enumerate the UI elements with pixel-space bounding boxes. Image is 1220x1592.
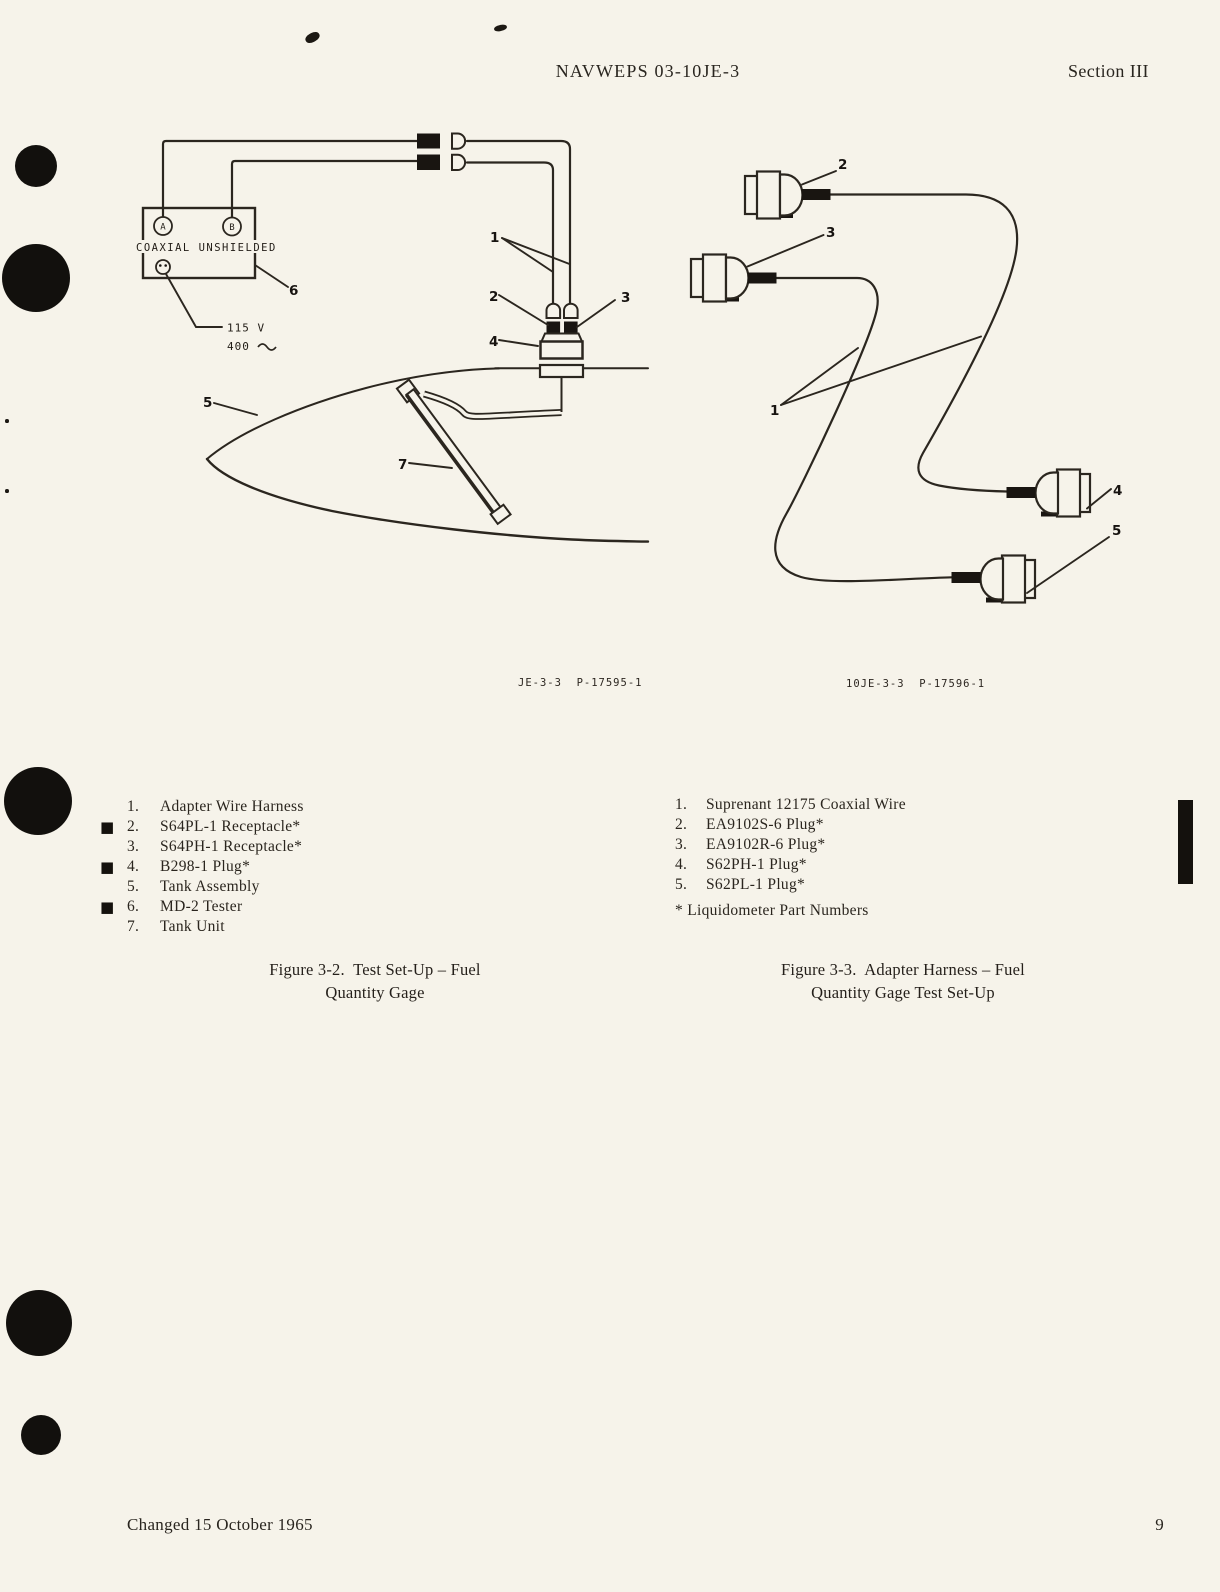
- list-item: 5.S62PL-1 Plug*: [675, 876, 806, 893]
- frequency-text: 400: [227, 340, 250, 353]
- list-item: ■6.MD-2 Tester: [100, 898, 243, 916]
- callout-3-label: 3: [826, 225, 835, 241]
- callout-4-label: 4: [1113, 483, 1122, 499]
- liquidometer-footnote: * Liquidometer Part Numbers: [675, 902, 869, 919]
- punch-hole: [21, 1415, 61, 1455]
- tester-label: COAXIAL UNSHIELDED: [136, 242, 277, 254]
- punch-hole: [4, 767, 72, 835]
- terminal-b-label: B: [229, 223, 234, 233]
- power-label: 115 V 400: [165, 273, 277, 353]
- list-item: 1.Suprenant 12175 Coaxial Wire: [675, 796, 906, 813]
- part-label: S62PH-1 Plug*: [706, 856, 807, 873]
- list-item: 1.Adapter Wire Harness: [100, 797, 304, 817]
- ink-speck: [5, 489, 9, 493]
- change-bar: [1178, 800, 1193, 884]
- wire-connectors: [417, 132, 467, 171]
- figure-3-3-ref: 10JE-3-3 P-17596-1: [846, 678, 986, 690]
- list-item: ■2.S64PL-1 Receptacle*: [100, 818, 301, 836]
- plug-2: [743, 170, 831, 220]
- callout-6-label: 6: [289, 283, 298, 299]
- part-label: Adapter Wire Harness: [160, 798, 304, 815]
- terminal-a: [153, 216, 173, 236]
- plug-4: [1006, 468, 1092, 518]
- part-label: B298-1 Plug*: [160, 858, 251, 875]
- part-label: S64PL-1 Receptacle*: [160, 818, 301, 835]
- part-label: EA9102R-6 Plug*: [706, 836, 826, 853]
- doc-number: NAVWEPS 03-10JE-3: [555, 61, 741, 81]
- callout-lines: [213, 237, 616, 469]
- plug-5: [951, 554, 1037, 604]
- connector-assembly: [539, 302, 584, 360]
- change-marker: [100, 917, 127, 937]
- list-item: 4.S62PH-1 Plug*: [675, 856, 807, 873]
- list-item: 7.Tank Unit: [100, 917, 304, 937]
- change-marker: [100, 797, 127, 817]
- coaxial-wires: [774, 193, 1019, 583]
- part-label: Suprenant 12175 Coaxial Wire: [706, 796, 906, 813]
- caption-line: Quantity Gage Test Set-Up: [811, 983, 995, 1002]
- list-item: 3.S64PH-1 Receptacle*: [100, 837, 304, 857]
- md2-tester-box: A B COAXIAL UNSHIELDED: [134, 206, 280, 280]
- caption-line: Figure 3-2. Test Set-Up – Fuel: [269, 960, 481, 979]
- punch-hole: [6, 1290, 72, 1356]
- tank-fitting: [538, 363, 585, 412]
- plug-3: [689, 253, 777, 303]
- tank-unit-pipe: [423, 390, 562, 420]
- ink-speck: [303, 30, 322, 45]
- ink-speck: [493, 23, 508, 33]
- terminal-a-label: A: [160, 223, 166, 233]
- part-label: S62PL-1 Plug*: [706, 876, 806, 893]
- terminal-b: [222, 216, 242, 237]
- part-label: EA9102S-6 Plug*: [706, 816, 824, 833]
- page-number: 9: [1155, 1515, 1164, 1534]
- list-item: 5.Tank Assembly: [100, 877, 304, 897]
- figure-3-2-ref: JE-3-3 P-17595-1: [518, 677, 643, 689]
- callout-4-label: 4: [489, 334, 498, 350]
- callout-1-label: 1: [490, 230, 499, 246]
- callout-lines: [746, 170, 1112, 594]
- figure-3-2-caption: Figure 3-2. Test Set-Up – Fuel Quantity …: [213, 958, 537, 1004]
- adapter-wires: [161, 139, 572, 305]
- sine-wave-icon: [257, 343, 277, 351]
- change-marker: [100, 837, 127, 857]
- callout-5-label: 5: [1112, 523, 1121, 539]
- callout-2-label: 2: [838, 157, 847, 173]
- power-socket: [155, 259, 171, 275]
- figure-3-3-parts-list: 1.Suprenant 12175 Coaxial Wire 2.EA9102S…: [675, 795, 906, 895]
- punch-hole: [2, 244, 70, 312]
- figure-3-2-diagram: A B COAXIAL UNSHIELDED 115 V 400 1 2 3 4: [134, 132, 650, 543]
- part-label: Tank Assembly: [160, 878, 260, 895]
- figure-3-2-parts-list: 1.Adapter Wire Harness ■2.S64PL-1 Recept…: [100, 797, 304, 937]
- punch-hole: [15, 145, 57, 187]
- voltage-text: 115 V: [227, 322, 265, 335]
- footer-changed-date: Changed 15 October 1965: [127, 1515, 313, 1534]
- change-marker: ■: [100, 858, 115, 876]
- list-item: 2.EA9102S-6 Plug*: [675, 816, 824, 833]
- section-title: Section III: [1068, 61, 1149, 81]
- part-label: Tank Unit: [160, 918, 225, 935]
- caption-line: Figure 3-3. Adapter Harness – Fuel: [781, 960, 1025, 979]
- caption-line: Quantity Gage: [325, 983, 425, 1002]
- part-label: S64PH-1 Receptacle*: [160, 838, 303, 855]
- callout-3-label: 3: [621, 290, 630, 306]
- callout-7-label: 7: [398, 457, 407, 473]
- ink-speck: [5, 419, 9, 423]
- callout-5-label: 5: [203, 395, 212, 411]
- figure-3-3-diagram: 1 2 3 4 5: [689, 157, 1122, 604]
- list-item: ■4.B298-1 Plug*: [100, 858, 251, 876]
- tank-unit-probe: [395, 378, 512, 526]
- part-label: MD-2 Tester: [160, 898, 243, 915]
- callout-1-label: 1: [770, 403, 779, 419]
- figure-3-3-caption: Figure 3-3. Adapter Harness – Fuel Quant…: [741, 958, 1065, 1004]
- list-item: 3.EA9102R-6 Plug*: [675, 836, 826, 853]
- callout-2-label: 2: [489, 289, 498, 305]
- change-marker: ■: [100, 818, 115, 836]
- change-marker: ■: [100, 898, 115, 916]
- change-marker: [100, 877, 127, 897]
